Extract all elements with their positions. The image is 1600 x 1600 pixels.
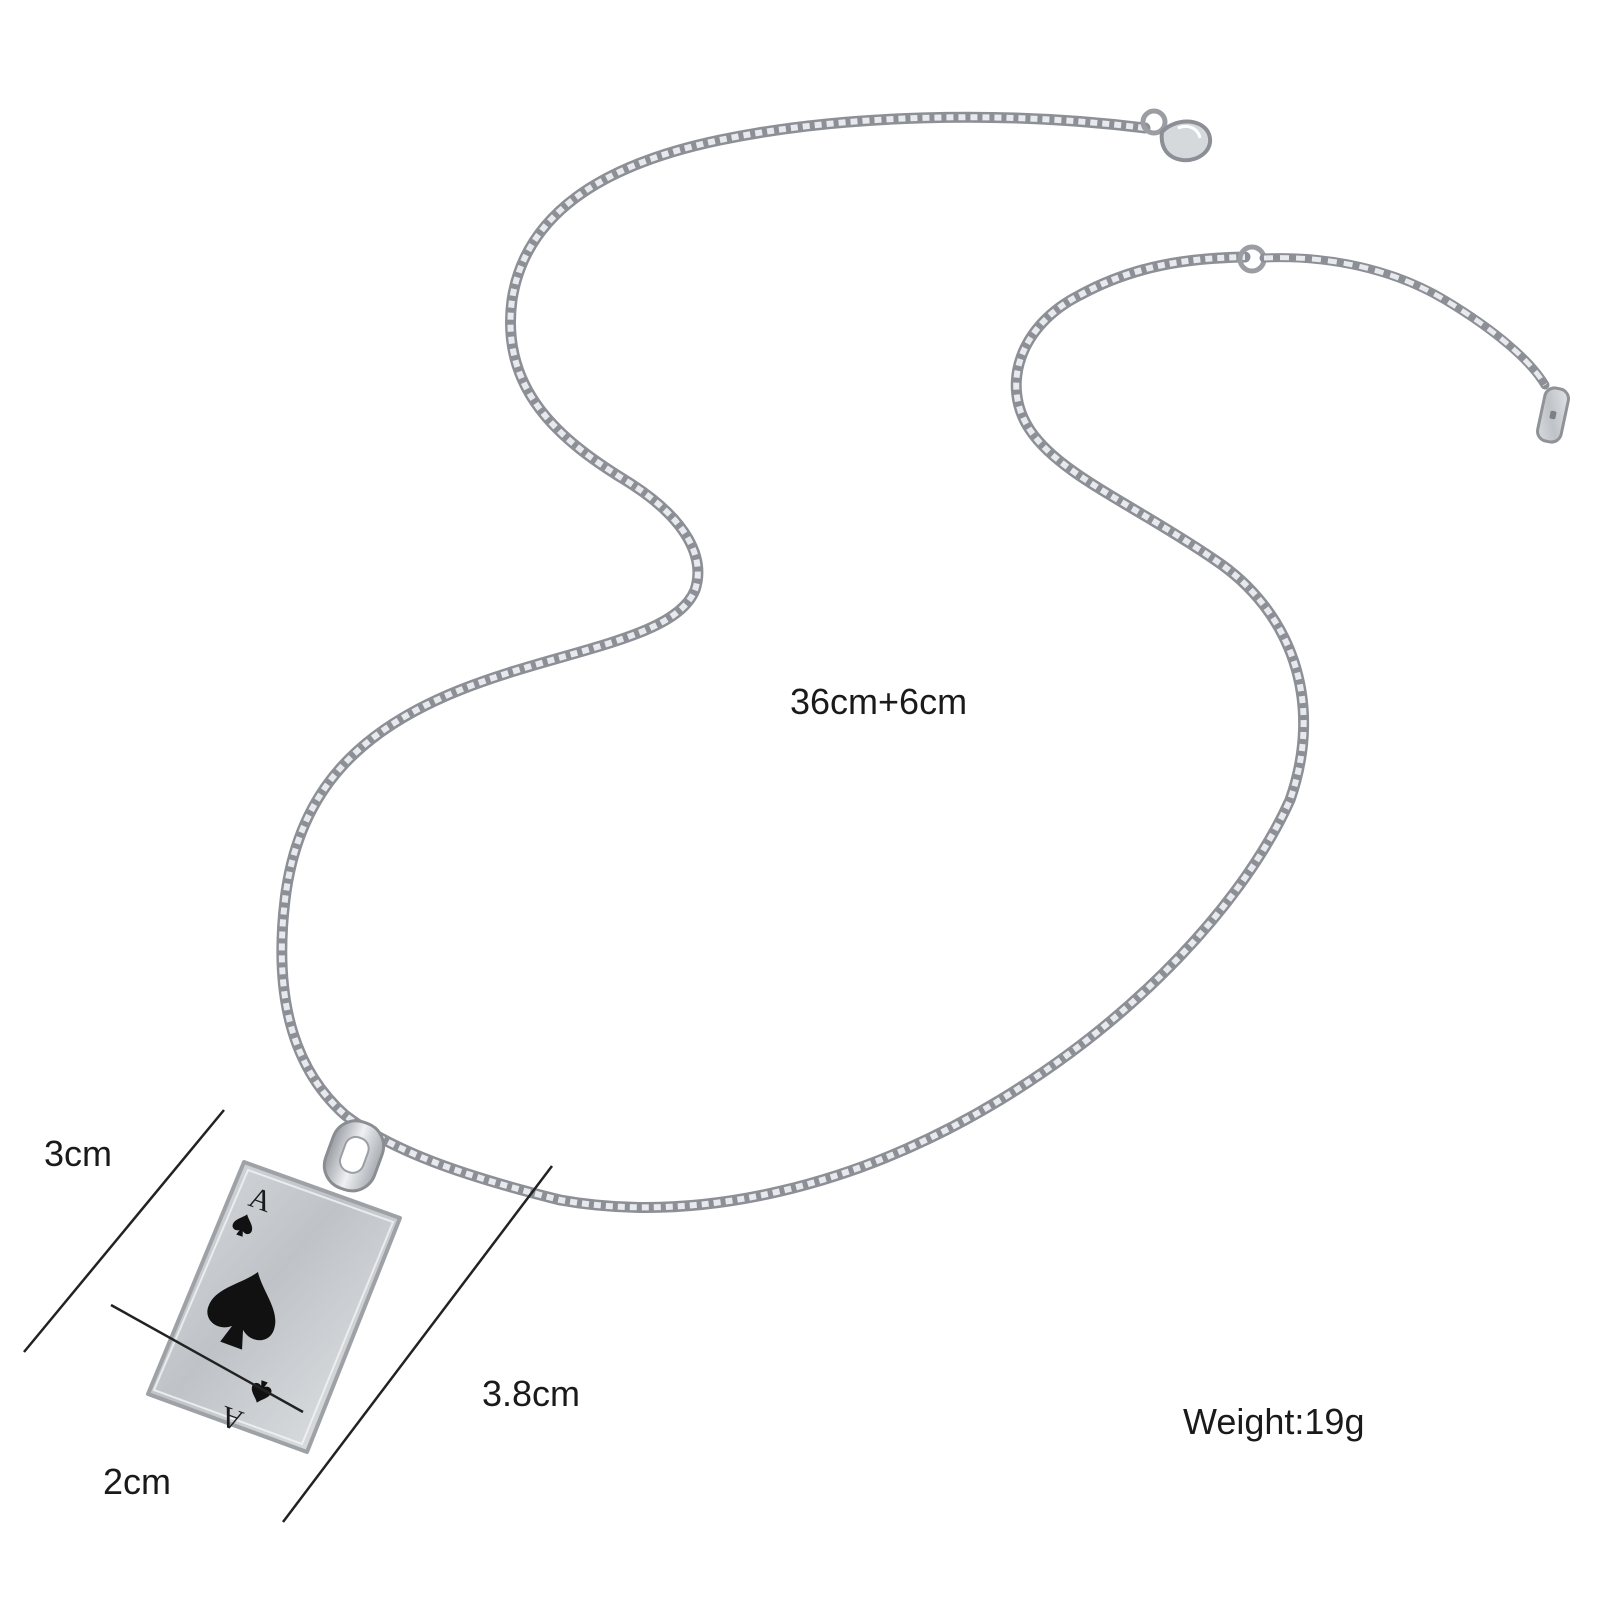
pendant-width-label: 3cm <box>44 1133 113 1174</box>
dimension-line-bottom <box>110 1303 304 1414</box>
spade-center-icon <box>207 1272 276 1350</box>
extender-chain <box>1237 244 1550 390</box>
pendant-plate <box>146 1160 402 1454</box>
chain-links <box>278 114 1307 1211</box>
dimension-line-width <box>23 1109 225 1353</box>
dimension-lines <box>23 1109 553 1523</box>
lobster-clasp-icon <box>1140 108 1212 163</box>
chain <box>276 111 1310 1213</box>
pendant-height-label: 3.8cm <box>482 1373 581 1414</box>
spade-pip-small-top-icon <box>232 1214 253 1237</box>
dimension-line-height <box>282 1165 553 1523</box>
extender-tag-icon <box>1536 386 1570 444</box>
ace-of-spades-pendant: A A <box>146 1160 402 1454</box>
pendant-bail <box>322 1119 386 1193</box>
chain-strand <box>276 111 1310 1213</box>
chain-length-label: 36cm+6cm <box>790 681 968 722</box>
pendant-bottom-label: 2cm <box>103 1461 172 1502</box>
weight-label: Weight:19g <box>1183 1401 1365 1442</box>
